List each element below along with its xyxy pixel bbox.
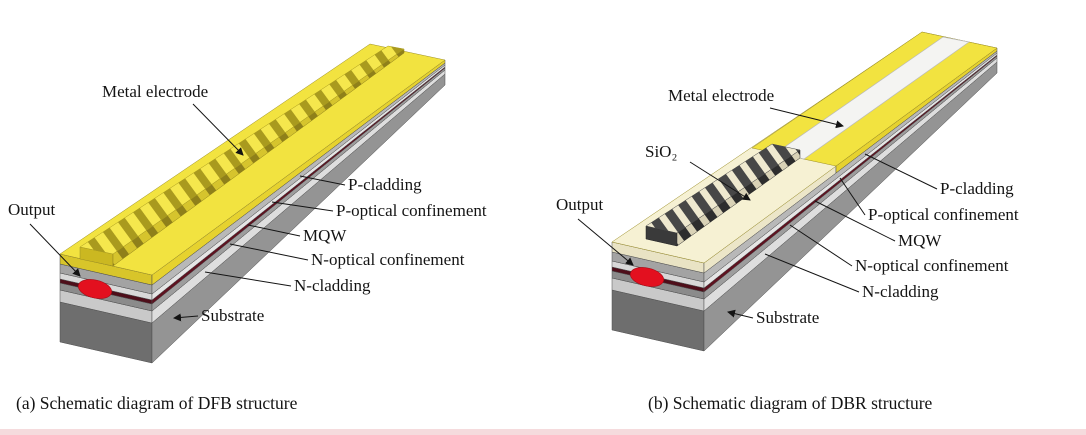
dfb-label-p-cladding: P-cladding — [348, 175, 422, 194]
dbr-output-leader — [577, 218, 634, 266]
dfb-noptical-leader — [229, 243, 309, 261]
panel-dfb: Metal electrode Output P-cladding P-opti… — [8, 43, 487, 413]
dfb-mqw-leader — [247, 224, 301, 237]
dbr-label-metal-electrode: Metal electrode — [668, 86, 774, 105]
dbr-label-sio2: SiO₂ — [645, 142, 677, 161]
caption-dbr: (b) Schematic diagram of DBR structure — [648, 393, 933, 413]
dfb-label-p-optical-confinement: P-optical confinement — [336, 201, 487, 220]
bottom-pink-strip — [0, 429, 1086, 435]
dfb-output-leader — [29, 223, 81, 277]
dbr-label-substrate: Substrate — [756, 308, 819, 327]
dfb-label-n-optical-confinement: N-optical confinement — [311, 250, 465, 269]
dbr-label-p-optical-confinement: P-optical confinement — [868, 205, 1019, 224]
dfb-label-substrate: Substrate — [201, 306, 264, 325]
dbr-ncladding-leader — [764, 253, 860, 293]
dbr-noptical-leader — [789, 224, 853, 267]
dfb-label-output: Output — [8, 200, 56, 219]
dfb-substrate-leader — [173, 313, 199, 322]
panel-dbr: Metal electrode SiO₂ Output P-cladding P… — [556, 31, 1019, 413]
dbr-grating-top — [645, 143, 801, 234]
caption-dfb: (a) Schematic diagram of DFB structure — [16, 393, 298, 413]
dfb-pcladding-leader — [299, 175, 346, 186]
dfb-poptical-leader — [271, 201, 334, 212]
dbr-label-output: Output — [556, 195, 604, 214]
dbr-label-n-cladding: N-cladding — [862, 282, 939, 301]
dbr-substrate-leader — [727, 309, 754, 319]
dfb-label-metal-electrode: Metal electrode — [102, 82, 208, 101]
dfb-ncladding-leader — [204, 271, 292, 287]
dbr-poptical-leader — [839, 177, 866, 216]
dfb-label-mqw: MQW — [303, 226, 347, 245]
dbr-sio2-leader — [689, 161, 751, 201]
dbr-metal-electrode-leader — [769, 107, 844, 129]
dbr-label-p-cladding: P-cladding — [940, 179, 1014, 198]
dfb-metal-electrode-leader — [192, 103, 244, 156]
dbr-label-n-optical-confinement: N-optical confinement — [855, 256, 1009, 275]
dbr-mqw-leader — [814, 200, 896, 242]
dfb-label-n-cladding: N-cladding — [294, 276, 371, 295]
dbr-label-mqw: MQW — [898, 231, 942, 250]
dfb-output-spot — [78, 279, 112, 299]
dbr-pcladding-leader — [864, 153, 938, 190]
dbr-output-spot — [630, 267, 664, 287]
